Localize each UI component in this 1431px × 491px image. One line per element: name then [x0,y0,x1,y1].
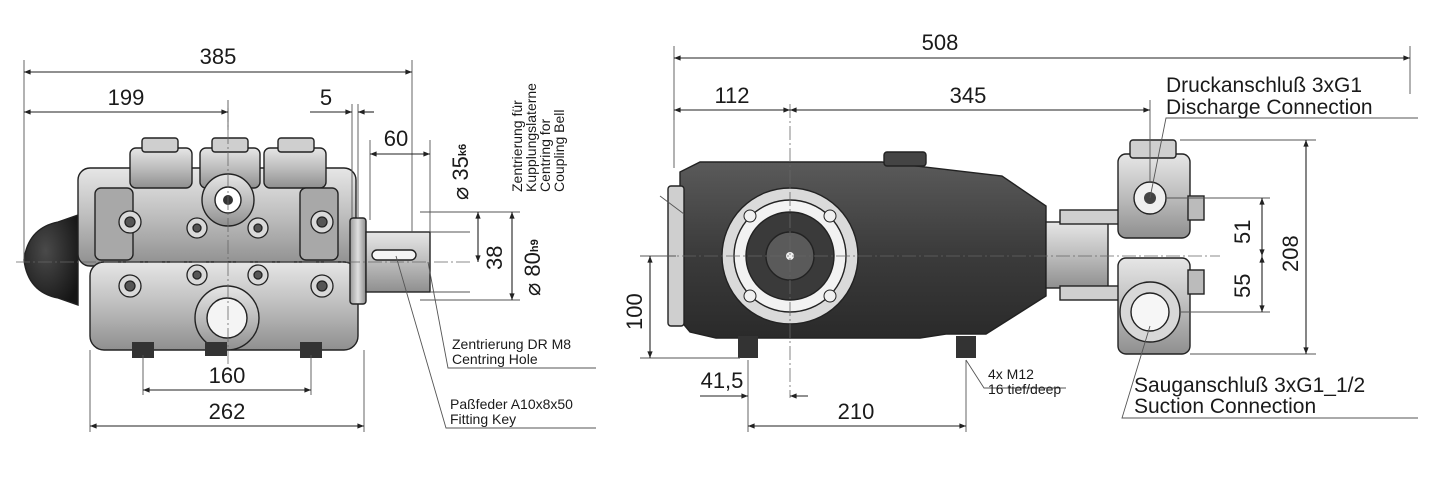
label-discharge-en: Discharge Connection [1166,96,1373,119]
svg-text:Centring for: Centring for [537,119,553,192]
dim-60: 60 [384,126,408,151]
foot [738,336,758,358]
fitting-key [371,249,417,261]
dim-508: 508 [922,30,959,55]
svg-text:⌀ 35k6: ⌀ 35k6 [448,144,473,200]
label-fitting-key-en: Fitting Key [450,411,516,427]
svg-text:Coupling Bell: Coupling Bell [551,110,567,193]
label-centring-hole-de: Zentrierung DR M8 [452,336,571,352]
plunger-housing [1045,221,1109,289]
coupling-face [349,217,367,305]
label-fitting-key-de: Paßfeder A10x8x50 [450,396,573,412]
label-suction-de: Sauganschluß 3xG1_1/2 [1134,374,1365,397]
dim-51: 51 [1230,220,1255,244]
foot [300,342,322,358]
svg-text:Zentrierung für: Zentrierung für [509,100,525,192]
dim-345: 345 [950,83,987,108]
dim-100: 100 [622,293,647,330]
foot [205,342,227,356]
dim-shaft-diameter: ⌀ 35k6 [448,144,473,200]
right-pump-view [659,139,1205,358]
label-mounting-holes: 4x M12 [988,366,1034,382]
label-centring-coupling-bell: Zentrierung für Kupplungslaterne Centrin… [509,83,567,192]
bolt-heads [118,210,334,298]
dim-5: 5 [320,85,332,110]
svg-text:Kupplungslaterne: Kupplungslaterne [523,83,539,192]
dim-41-5: 41,5 [701,368,744,393]
dim-210: 210 [838,399,875,424]
dim-38: 38 [482,246,507,270]
dim-385: 385 [200,44,237,69]
dim-bell-diameter: ⌀ 80h9 [520,239,545,296]
label-centring-hole-en: Centring Hole [452,351,538,367]
dim-208: 208 [1278,235,1303,272]
dim-262: 262 [209,399,246,424]
foot [132,342,154,358]
flange-bolts [743,209,837,303]
rubber-end-cap [23,214,79,306]
dim-160: 160 [209,363,246,388]
svg-text:⌀ 80h9: ⌀ 80h9 [520,239,545,296]
left-pump-view [23,137,431,358]
dim-55: 55 [1230,274,1255,298]
label-suction-en: Suction Connection [1134,395,1316,418]
oil-filler-cap [883,151,927,167]
label-discharge-de: Druckanschluß 3xG1 [1166,74,1362,97]
right-dimensions: 508 112 345 51 55 208 100 41,5 210 [622,30,1418,432]
label-mounting-depth: 16 tief/deep [988,381,1061,397]
dim-199: 199 [108,85,145,110]
dim-112: 112 [714,83,749,108]
foot [956,336,976,358]
